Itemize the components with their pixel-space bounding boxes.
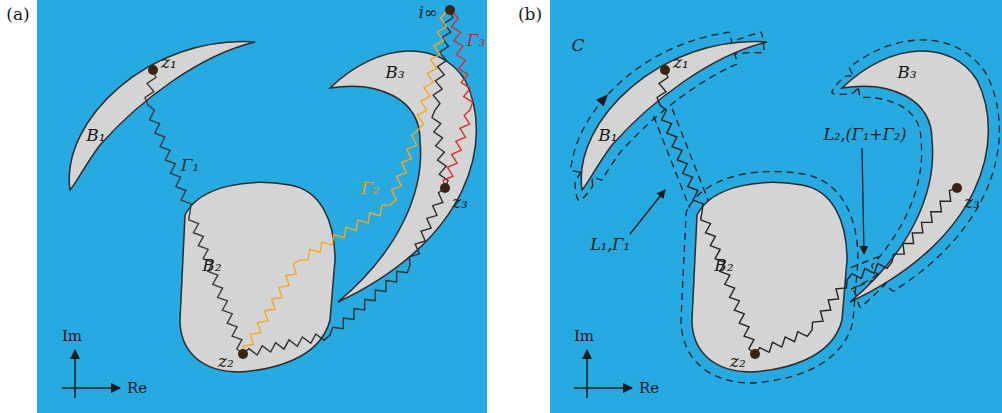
panel-a	[62, 5, 476, 398]
axis-arrow	[586, 350, 588, 398]
panel-b	[570, 32, 999, 398]
panel-ground	[550, 0, 1002, 413]
axis-label: Re	[639, 380, 659, 397]
points	[660, 65, 962, 359]
axis-arrow	[74, 350, 76, 398]
point-dot	[952, 183, 962, 193]
body-shape	[842, 51, 988, 302]
panel-label: (a)	[6, 5, 29, 24]
panel-ground	[37, 0, 487, 413]
point-label: z₂	[218, 352, 234, 371]
leader-arrow	[862, 148, 864, 254]
body-label: B₂	[202, 256, 221, 275]
branch-cut	[657, 70, 755, 354]
body-label: B₂	[714, 256, 733, 275]
cut-label: Γ₃	[467, 31, 486, 50]
point-dot	[440, 183, 450, 193]
cut-label: Γ₂	[361, 179, 380, 198]
body-shape	[692, 183, 847, 372]
leader-arrow	[630, 190, 665, 234]
panel-label: (b)	[518, 5, 542, 24]
point-label: z₃	[964, 193, 980, 212]
body-shape	[180, 183, 335, 372]
point-label: z₂	[730, 352, 746, 371]
point-label: z₁	[161, 53, 177, 72]
contour-line	[832, 40, 999, 308]
contour	[570, 32, 999, 383]
point-dot	[148, 65, 158, 75]
cut-label: L₂,(Γ₁+Γ₂)	[823, 126, 906, 144]
cut-label: Γ₁	[181, 156, 200, 175]
body-label: B₃	[385, 63, 404, 82]
branch-cut	[243, 10, 453, 355]
body-shape	[581, 42, 767, 190]
point-dot	[750, 349, 760, 359]
contour-arrowhead	[596, 91, 611, 107]
contour-line	[570, 32, 763, 201]
axis-label: Re	[127, 380, 147, 397]
branch-cut	[243, 12, 447, 354]
axis-arrow	[574, 387, 632, 389]
body-shape	[330, 51, 476, 302]
contour-label: C	[571, 36, 584, 55]
axis-label: Im	[574, 328, 594, 345]
branch-cut	[145, 70, 243, 354]
body-label: B₁	[598, 126, 617, 145]
body-label: B₁	[86, 126, 105, 145]
axis-label: Im	[62, 328, 82, 345]
points	[148, 5, 455, 359]
point-dot	[238, 349, 248, 359]
point-dot	[445, 5, 455, 15]
branch-cuts	[145, 10, 473, 355]
point-label: z₃	[452, 193, 468, 212]
infinity-label: i∞	[419, 4, 437, 22]
cut-label: L₁,Γ₁	[590, 236, 630, 254]
body-label: B₃	[897, 63, 916, 82]
branch-cuts	[657, 70, 957, 354]
point-label: z₁	[673, 53, 689, 72]
branch-cut	[755, 188, 957, 354]
point-dot	[660, 65, 670, 75]
body-shape	[69, 42, 255, 190]
axis-arrow	[62, 387, 120, 389]
